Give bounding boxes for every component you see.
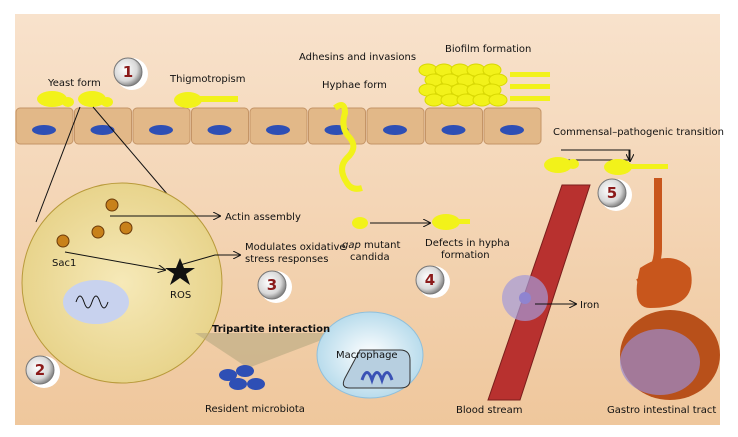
label-gi-tract: Gastro intestinal tract [607, 405, 716, 416]
biofilm-cell [488, 93, 508, 107]
label-oxidative-2: stress responses [245, 254, 328, 265]
gi-tract [620, 178, 720, 400]
epithelial-layer [15, 107, 542, 145]
label-macrophage: Macrophage [336, 350, 398, 361]
label-hyphae-form: Hyphae form [322, 80, 387, 91]
cell-nucleus [500, 125, 524, 135]
defective-hypha-cell [432, 214, 470, 230]
oxidative-arrow [179, 255, 240, 266]
label-commensal: Commensal–pathogenic transition [553, 127, 724, 138]
badge-number: 3 [267, 276, 277, 294]
label-oxidative-1: Modulates oxidative [245, 242, 346, 253]
badge-number: 1 [123, 63, 133, 81]
label-iron: Iron [580, 300, 599, 311]
cell-nucleus [441, 125, 466, 135]
thigmotropism-cell [174, 92, 238, 108]
dna-icon [75, 295, 109, 309]
macrophage-dna-icon [360, 371, 394, 385]
step-badge-1: 1 [113, 57, 148, 90]
tripartite-triangle [195, 333, 340, 368]
label-microbiota: Resident microbiota [205, 404, 305, 415]
gap-mutant-cell [352, 217, 368, 229]
host-cell [21, 182, 223, 384]
cell-nucleus [149, 125, 173, 135]
step-badge-4: 4 [415, 265, 450, 298]
microbiota-icon [219, 365, 265, 390]
cell-nucleus [266, 125, 290, 135]
biofilm-cell [456, 93, 476, 107]
label-ros: ROS [170, 290, 191, 301]
cell-nucleus [32, 125, 56, 135]
cell-nucleus [207, 125, 232, 135]
label-tripartite: Tripartite interaction [212, 324, 330, 335]
badge-number: 4 [425, 271, 435, 289]
label-gap-mutant: gap mutant [342, 240, 400, 251]
yeast-cells [37, 91, 113, 107]
hyphae-form [333, 102, 363, 192]
biofilm-cell [440, 93, 460, 107]
badge-number: 5 [607, 184, 617, 202]
biofilm-hypha [510, 72, 550, 77]
step-badge-3: 3 [257, 270, 292, 303]
biofilm-hypha [510, 96, 550, 101]
biofilm-cell [424, 93, 444, 107]
label-gap-candida: candida [350, 252, 390, 263]
gap-rest: mutant [361, 240, 401, 251]
zoom-line [92, 106, 169, 196]
label-actin: Actin assembly [225, 212, 301, 223]
label-biofilm: Biofilm formation [445, 44, 531, 55]
sac1-icons [56, 198, 133, 248]
cell-nucleus [383, 125, 407, 135]
cell-nucleus [90, 125, 115, 135]
ros-arrow [64, 251, 165, 270]
label-blood-stream: Blood stream [456, 405, 522, 416]
transition-arrow [561, 149, 630, 161]
zoom-line [35, 106, 81, 223]
label-sac1: Sac1 [52, 258, 76, 269]
badge-number: 2 [35, 361, 45, 379]
gap-italic: gap [342, 240, 361, 251]
nucleus [63, 280, 129, 324]
label-yeast-form: Yeast form [47, 78, 101, 89]
step-badge-2: 2 [25, 355, 60, 388]
biofilm-cluster [418, 63, 550, 107]
label-defects-1: Defects in hypha [425, 238, 510, 249]
pathogenic-hypha [604, 159, 668, 175]
biofilm-cell [472, 93, 492, 107]
label-defects-2: formation [441, 250, 490, 261]
macrophage-vacuole [342, 349, 411, 389]
biofilm-hypha [510, 84, 550, 89]
label-adhesins: Adhesins and invasions [299, 52, 416, 63]
label-thigmotropism: Thigmotropism [169, 74, 245, 85]
step-badge-5: 5 [597, 178, 632, 211]
ros-star-icon [165, 258, 195, 285]
commensal-yeast [544, 157, 579, 173]
